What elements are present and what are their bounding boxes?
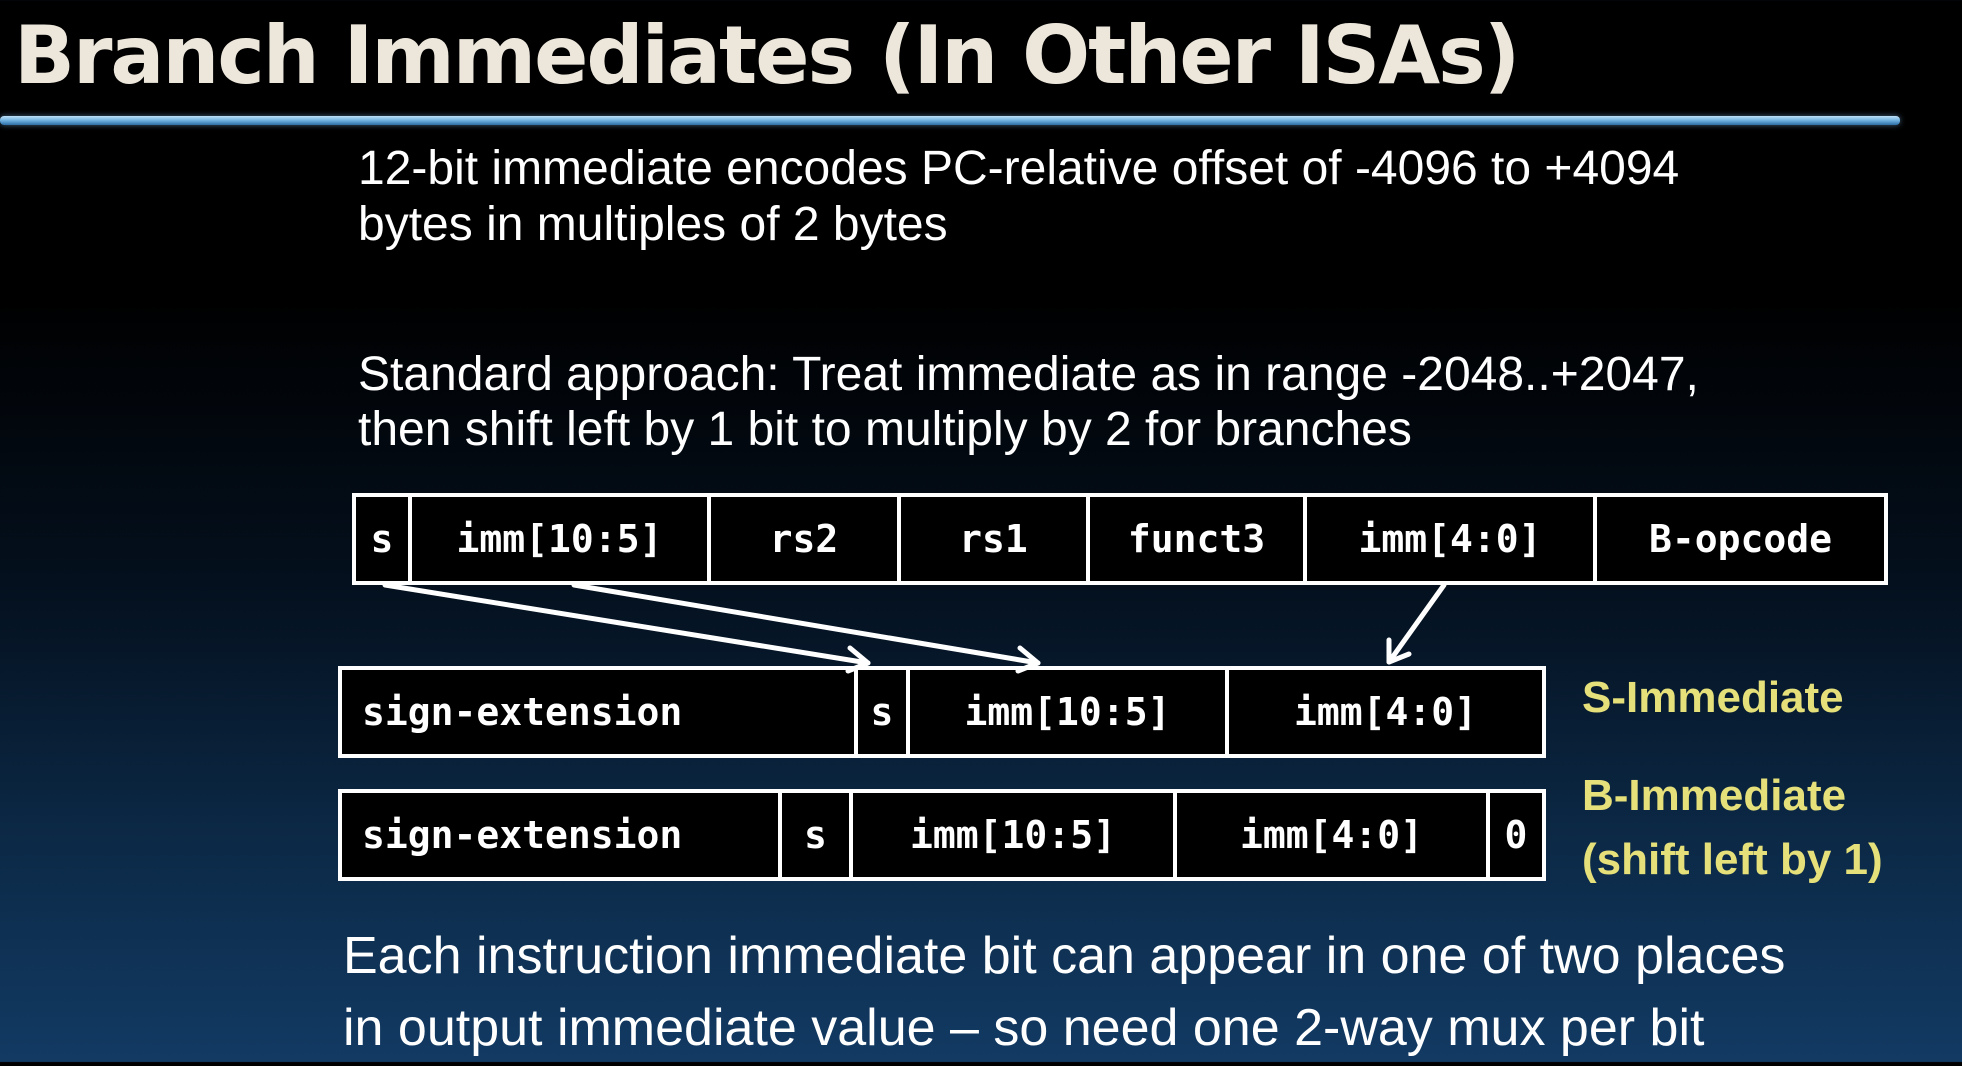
b-imm-imm-10-5: imm[10:5] bbox=[853, 793, 1177, 877]
b-imm-zero: 0 bbox=[1504, 813, 1528, 857]
field-imm-4-0: imm[4:0] bbox=[1307, 497, 1597, 581]
s-imm-sign-extension: sign-extension bbox=[342, 670, 858, 754]
b-immediate-label-line1: B-Immediate bbox=[1582, 771, 1847, 820]
arrow-imm4-0-to-imm4-0 bbox=[1386, 582, 1447, 665]
s-imm-imm-10-5: imm[10:5] bbox=[910, 670, 1229, 754]
s-imm-imm-4-0: imm[4:0] bbox=[1293, 690, 1478, 734]
text-line-6: in output immediate value – so need one … bbox=[343, 999, 1705, 1057]
b-imm-s: s bbox=[782, 793, 853, 877]
s-immediate-row: sign-extension s imm[10:5] imm[4:0] bbox=[338, 666, 1546, 758]
text-line-4: then shift left by 1 bit to multiply by … bbox=[358, 403, 1412, 456]
field-rs1: rs1 bbox=[901, 497, 1090, 581]
arrow-imm10-5-to-imm10-5 bbox=[571, 582, 1041, 674]
b-immediate-label-line2: (shift left by 1) bbox=[1582, 835, 1883, 884]
s-immediate-label: S-Immediate bbox=[1582, 673, 1844, 722]
field-s: s bbox=[356, 497, 412, 581]
text-line-2: bytes in multiples of 2 bytes bbox=[358, 198, 948, 251]
arrow-s-to-s bbox=[382, 582, 871, 674]
field-b-opcode: B-opcode bbox=[1648, 517, 1833, 561]
field-rs2: rs2 bbox=[711, 497, 901, 581]
text-line-5: Each instruction immediate bit can appea… bbox=[343, 927, 1786, 985]
text-line-3: Standard approach: Treat immediate as in… bbox=[358, 348, 1699, 401]
b-imm-sign-extension: sign-extension bbox=[342, 793, 782, 877]
s-imm-s: s bbox=[858, 670, 910, 754]
field-imm-10-5: imm[10:5] bbox=[412, 497, 711, 581]
title-divider bbox=[0, 116, 1900, 125]
page-title: Branch Immediates (In Other ISAs) bbox=[14, 9, 1520, 102]
b-imm-imm-4-0: imm[4:0] bbox=[1177, 793, 1490, 877]
text-line-1: 12-bit immediate encodes PC-relative off… bbox=[358, 142, 1680, 195]
b-immediate-row: sign-extension s imm[10:5] imm[4:0] 0 bbox=[338, 789, 1546, 881]
field-funct3: funct3 bbox=[1090, 497, 1307, 581]
instruction-format-row: s imm[10:5] rs2 rs1 funct3 imm[4:0] B-op… bbox=[352, 493, 1888, 585]
